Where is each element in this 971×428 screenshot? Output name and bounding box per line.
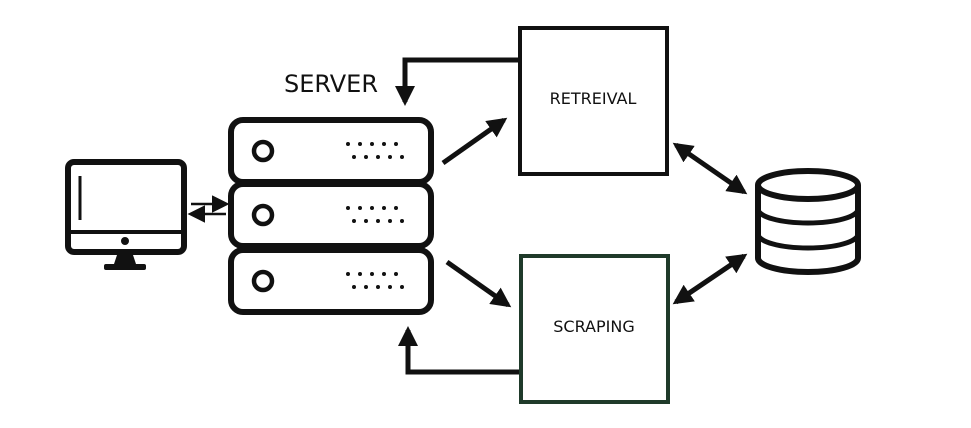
retrieval-database-arrow <box>672 142 748 195</box>
server-rack-icon <box>228 117 434 315</box>
server-to-retrieval-arrow <box>441 117 508 166</box>
database-icon <box>755 168 861 275</box>
retrieval-box: RETREIVAL <box>518 26 669 176</box>
scraping-label: SCRAPING <box>553 317 634 336</box>
scraping-to-server-arrow <box>398 326 519 375</box>
server-label: SERVER <box>284 70 378 98</box>
scraping-box: SCRAPING <box>519 254 670 404</box>
desktop-computer-icon <box>65 159 187 270</box>
scraping-database-arrow <box>672 253 748 305</box>
server-to-scraping-arrow <box>445 259 512 308</box>
retrieval-label: RETREIVAL <box>550 89 637 108</box>
retrieval-to-server-arrow <box>395 57 518 106</box>
client-server-exchange-arrows <box>187 195 230 223</box>
